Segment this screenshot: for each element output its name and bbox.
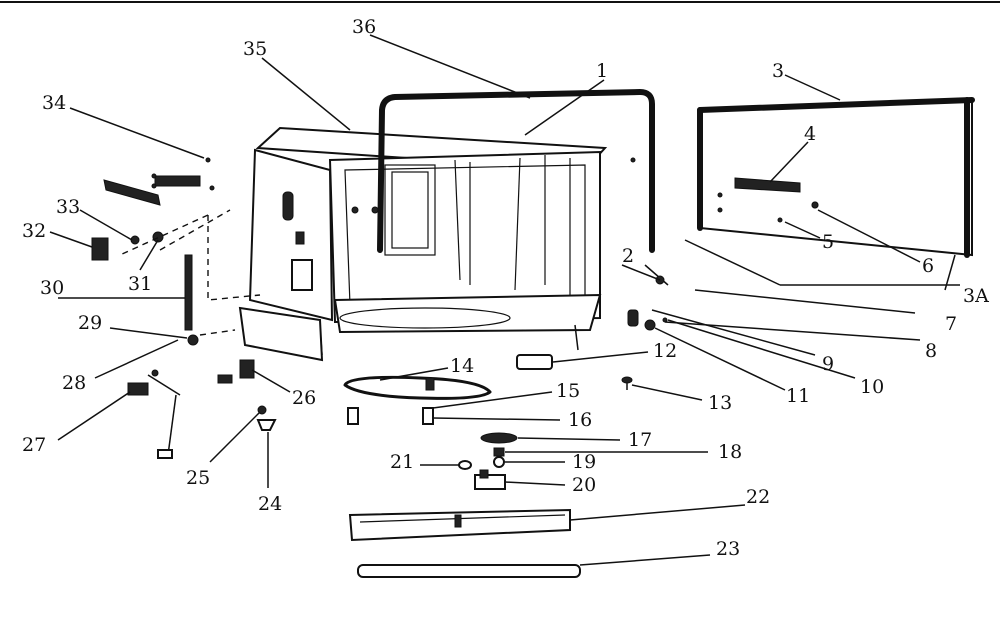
toe-kick-panel	[357, 564, 581, 578]
pump-assembly	[474, 469, 506, 490]
switch-bolt	[644, 319, 656, 331]
callout-23: 23	[716, 538, 740, 560]
filter-cap	[480, 432, 518, 444]
callout-1: 1	[596, 60, 608, 82]
callout-7: 7	[945, 313, 957, 335]
door-panel	[684, 97, 975, 286]
callout-22: 22	[746, 486, 770, 508]
insulation-strip	[184, 254, 193, 331]
callout-17: 17	[628, 429, 652, 451]
callout-30: 30	[40, 277, 64, 299]
callout-11: 11	[786, 385, 810, 407]
callout-27: 27	[22, 434, 46, 456]
spray-arm-hub	[347, 407, 434, 425]
leader-lines	[49, 34, 956, 566]
wire-harness	[127, 369, 181, 459]
callout-26: 26	[292, 387, 316, 409]
callout-36: 36	[352, 16, 376, 38]
leveling-foot	[256, 419, 277, 431]
callout-9: 9	[822, 353, 834, 375]
inlet-valve	[217, 359, 255, 384]
callout-3: 3	[772, 60, 784, 82]
callout-29: 29	[78, 312, 102, 334]
callout-28: 28	[62, 372, 86, 394]
callout-5: 5	[822, 231, 834, 253]
float	[621, 376, 633, 390]
callout-20: 20	[572, 474, 596, 496]
callout-14: 14	[450, 355, 474, 377]
grommet-route	[199, 329, 236, 336]
float-switch	[516, 354, 553, 370]
callout-4: 4	[804, 123, 816, 145]
tub-assembly	[238, 126, 608, 362]
drain-hose	[343, 375, 492, 400]
callout-19: 19	[572, 451, 596, 473]
callout-16: 16	[568, 409, 592, 431]
grommet	[187, 334, 199, 346]
harness-route	[119, 209, 261, 301]
callout-2: 2	[622, 245, 634, 267]
door-switch	[627, 309, 639, 327]
callout-33: 33	[56, 196, 80, 218]
callout-31: 31	[128, 273, 152, 295]
callout-13: 13	[708, 392, 732, 414]
callout-10: 10	[860, 376, 884, 398]
door-latch	[717, 177, 819, 223]
callout-24: 24	[258, 493, 282, 515]
callout-8: 8	[925, 340, 937, 362]
callout-25: 25	[186, 467, 210, 489]
callout-3a: 3A	[963, 285, 989, 307]
callout-21: 21	[390, 451, 414, 473]
callout-labels: 1 2 3 3A 4 5 6 7 8 9 10 11 12 13 14 15 1…	[22, 16, 989, 560]
toe-kick-bracket	[348, 508, 571, 542]
o-ring	[458, 460, 472, 470]
callout-35: 35	[243, 38, 267, 60]
callout-6: 6	[922, 255, 934, 277]
control-bracket	[91, 157, 215, 261]
callout-32: 32	[22, 220, 46, 242]
door-gasket	[377, 89, 655, 253]
callout-15: 15	[556, 380, 580, 402]
callout-18: 18	[718, 441, 742, 463]
callout-34: 34	[42, 92, 66, 114]
callout-12: 12	[653, 340, 677, 362]
